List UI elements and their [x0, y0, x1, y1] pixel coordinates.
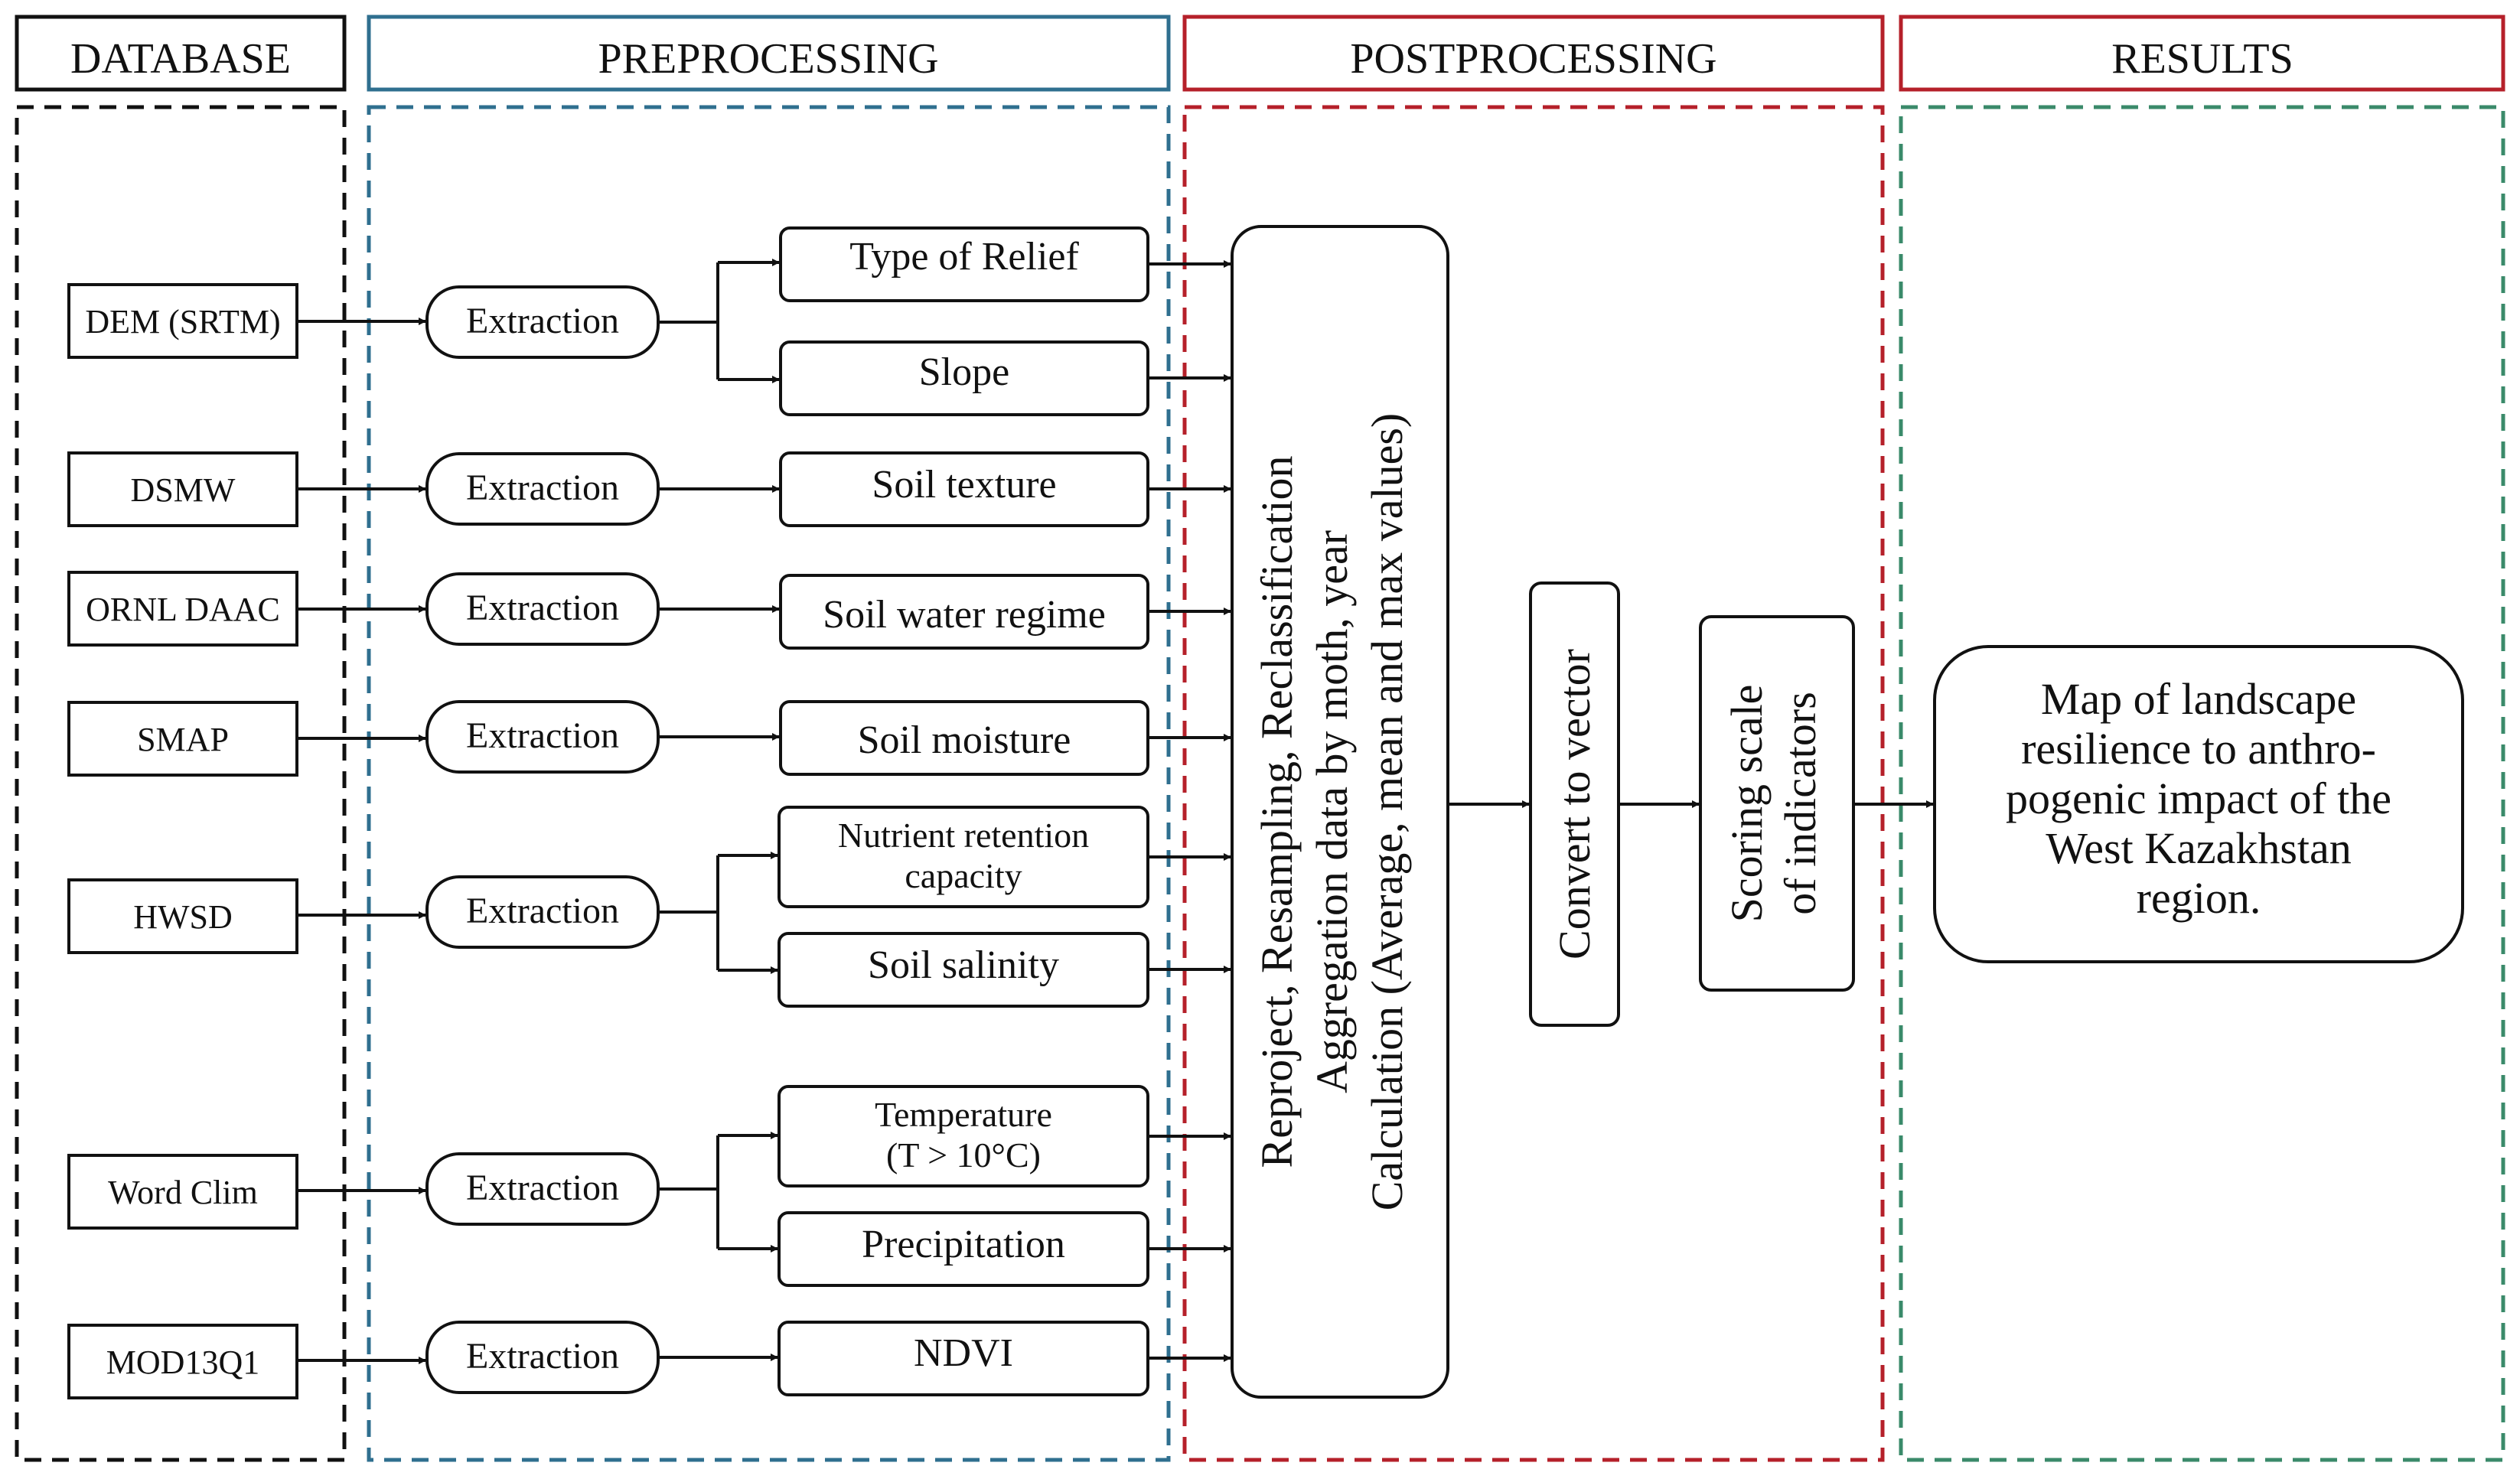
- source-label: Word Clim: [108, 1174, 258, 1211]
- extraction-mod13q1: Extraction: [425, 1321, 660, 1394]
- extraction-label: Extraction: [466, 715, 619, 756]
- extraction-dsmw: Extraction: [425, 452, 660, 526]
- indicator-label: (T > 10°C): [886, 1135, 1041, 1174]
- convert-to-vector-box: Convert to vector: [1529, 582, 1620, 1027]
- database-container: [15, 105, 347, 1462]
- source-label: ORNL DAAC: [86, 591, 280, 628]
- source-word-clim: Word Clim: [67, 1154, 298, 1230]
- source-label: HWSD: [133, 898, 233, 936]
- result-label: resilience to anthro-: [2021, 724, 2376, 774]
- source-hwsd: HWSD: [67, 878, 298, 954]
- indicator-label: Soil moisture: [858, 718, 1071, 762]
- extraction-label: Extraction: [466, 588, 619, 628]
- aggregation-label: Aggregation data by moth, year: [1307, 530, 1357, 1093]
- indicator-type-of-relief: Type of Relief: [779, 226, 1149, 302]
- indicator-soil-salinity: Soil salinity: [778, 932, 1149, 1008]
- indicator-temperature: Temperature (T > 10°C): [778, 1085, 1149, 1187]
- extraction-dem: Extraction: [425, 285, 660, 359]
- header-postprocessing-label: POSTPROCESSING: [1350, 35, 1716, 83]
- postprocessing-container: [1182, 105, 1885, 1462]
- indicator-label: Type of Relief: [849, 235, 1079, 279]
- extraction-ornl: Extraction: [425, 572, 660, 646]
- source-mod13q1: MOD13Q1: [67, 1324, 298, 1399]
- result-label: Map of landscape: [2041, 674, 2356, 724]
- extraction-word-clim: Extraction: [425, 1152, 660, 1226]
- header-database: DATABASE: [15, 15, 347, 92]
- results-container: [1899, 105, 2505, 1462]
- extraction-label: Extraction: [466, 301, 619, 341]
- source-label: SMAP: [137, 721, 229, 758]
- indicator-soil-water-regime: Soil water regime: [779, 574, 1149, 650]
- scoring-label: Scoring scale: [1722, 685, 1772, 923]
- header-results-label: RESULTS: [2111, 35, 2293, 83]
- convert-label: Convert to vector: [1550, 649, 1599, 959]
- indicator-label: Soil water regime: [823, 593, 1106, 637]
- indicator-label: Soil texture: [872, 463, 1056, 507]
- indicator-label: Temperature: [875, 1095, 1052, 1134]
- reproject-label: Reproject, Resampling, Reclassification: [1252, 456, 1302, 1168]
- indicator-label: Nutrient retention: [838, 816, 1089, 855]
- extraction-label: Extraction: [466, 467, 619, 508]
- scoring-label: of indicators: [1775, 692, 1825, 915]
- result-map-box: Map of landscape resilience to anthro- p…: [1933, 645, 2464, 963]
- header-preprocessing: PREPROCESSING: [367, 15, 1171, 92]
- calculation-label: Calculation (Average, mean and max value…: [1362, 413, 1412, 1211]
- source-label: MOD13Q1: [106, 1344, 259, 1381]
- extraction-hwsd: Extraction: [425, 875, 660, 949]
- header-database-label: DATABASE: [70, 35, 291, 83]
- extraction-label: Extraction: [466, 1336, 619, 1376]
- indicator-soil-texture: Soil texture: [779, 451, 1149, 527]
- source-label: DSMW: [131, 471, 236, 509]
- source-dsmw: DSMW: [67, 451, 298, 527]
- indicator-label: Precipitation: [862, 1223, 1065, 1266]
- indicator-slope: Slope: [779, 340, 1149, 416]
- source-smap: SMAP: [67, 701, 298, 777]
- source-dem-srtm: DEM (SRTM): [67, 283, 298, 359]
- indicator-soil-moisture: Soil moisture: [779, 700, 1149, 776]
- scoring-scale-box: Scoring scale of indicators: [1699, 615, 1855, 992]
- preprocessing-container: [367, 105, 1171, 1462]
- extraction-label: Extraction: [466, 891, 619, 931]
- result-label: region.: [2137, 873, 2261, 923]
- extraction-label: Extraction: [466, 1168, 619, 1208]
- header-postprocessing: POSTPROCESSING: [1182, 15, 1885, 92]
- source-ornl-daac: ORNL DAAC: [67, 571, 298, 647]
- header-preprocessing-label: PREPROCESSING: [598, 35, 938, 83]
- result-label: pogenic impact of the: [2006, 774, 2391, 823]
- indicator-label: NDVI: [914, 1331, 1013, 1375]
- indicator-nutrient-retention: Nutrient retention capacity: [778, 806, 1149, 908]
- header-results: RESULTS: [1899, 15, 2505, 92]
- source-label: DEM (SRTM): [85, 303, 280, 340]
- result-label: West Kazakhstan: [2046, 823, 2352, 873]
- indicator-label: Slope: [919, 350, 1009, 394]
- indicator-ndvi: NDVI: [778, 1321, 1149, 1396]
- reproject-box: Reproject, Resampling, Reclassification …: [1231, 225, 1449, 1399]
- indicator-label: capacity: [905, 856, 1022, 895]
- indicator-label: Soil salinity: [868, 943, 1059, 987]
- indicator-precipitation: Precipitation: [778, 1211, 1149, 1287]
- connectors: [297, 259, 1934, 1364]
- extraction-smap: Extraction: [425, 700, 660, 774]
